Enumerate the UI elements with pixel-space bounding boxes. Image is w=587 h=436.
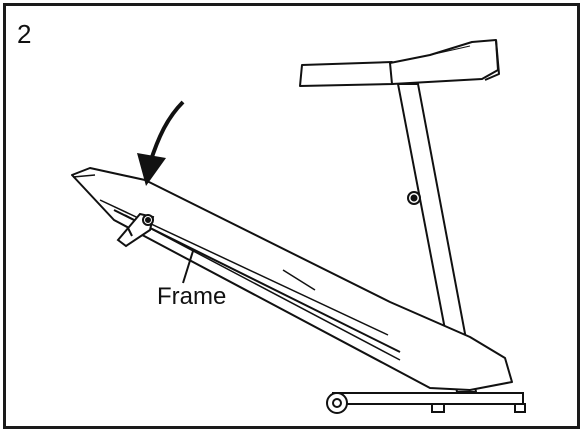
frame-callout-line bbox=[182, 250, 194, 284]
down-left-arrow-icon bbox=[137, 100, 185, 186]
console bbox=[299, 39, 500, 87]
treadmill-frame bbox=[71, 167, 513, 391]
frame-bracket bbox=[116, 212, 155, 248]
frame-callout-label: Frame bbox=[157, 283, 227, 310]
base bbox=[326, 392, 526, 414]
step-number: 2 bbox=[17, 19, 32, 49]
